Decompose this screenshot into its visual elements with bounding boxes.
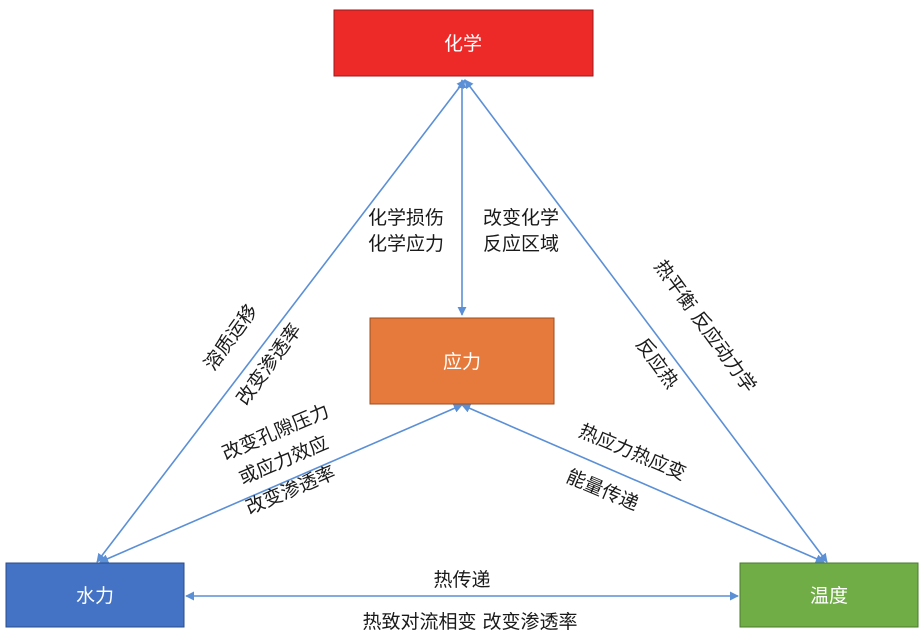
node-temperature-label: 温度 xyxy=(810,585,848,607)
node-water-label: 水力 xyxy=(76,585,114,607)
label-chem-stress-left-1: 化学损伤 xyxy=(368,207,444,229)
label-water-temp-top: 热传递 xyxy=(433,569,490,591)
connectors xyxy=(96,79,828,601)
node-water-box xyxy=(5,562,185,628)
node-stress-box xyxy=(369,317,555,405)
node-temperature: 温度 xyxy=(739,562,919,628)
label-temp-chem-inner: 反应热 xyxy=(631,334,682,393)
label-chem-stress-right-2: 反应区域 xyxy=(483,233,559,255)
node-chemistry-box xyxy=(333,9,594,77)
label-chem-stress-right-1: 改变化学 xyxy=(483,207,559,229)
label-chem-stress-left-2: 化学应力 xyxy=(368,233,444,255)
label-water-chem-outer: 溶质运移 xyxy=(200,300,262,374)
node-water: 水力 xyxy=(5,562,185,628)
node-temperature-box xyxy=(739,562,919,628)
node-chemistry: 化学 xyxy=(333,9,594,77)
arrow-stress-temperature xyxy=(461,404,825,563)
label-temp-stress-inner: 能量传递 xyxy=(563,466,642,516)
node-stress-label: 应力 xyxy=(443,351,481,373)
node-chemistry-label: 化学 xyxy=(444,33,482,55)
label-water-temp-bottom: 热致对流相变 改变渗透率 xyxy=(362,611,577,633)
arrow-stress-water xyxy=(99,404,463,563)
node-stress: 应力 xyxy=(369,317,555,405)
